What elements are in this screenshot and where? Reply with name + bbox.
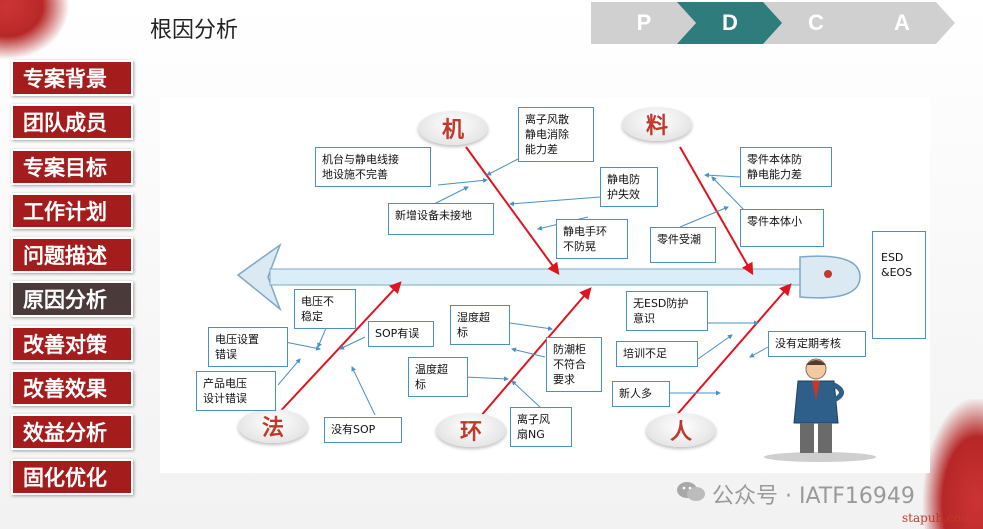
sidebar-item-background[interactable]: 专案背景 xyxy=(11,60,133,96)
sidebar-item-standardize[interactable]: 固化优化 xyxy=(11,458,133,495)
sidebar-nav: 专案背景 团队成员 专案目标 工作计划 问题描述 原因分析 改善对策 改善效果 … xyxy=(11,60,133,503)
fishbone-lines xyxy=(236,146,861,418)
cause-training: 培训不足 xyxy=(616,341,698,367)
cause-no-assessment: 没有定期考核 xyxy=(768,331,866,357)
cause-machine-ground: 机台与静电线接 地设施不完善 xyxy=(315,147,431,187)
site-watermark: stapub.com xyxy=(902,511,973,525)
cause-voltage-unstable: 电压不 稳定 xyxy=(294,289,356,329)
thinking-person-illustration xyxy=(764,358,876,462)
fish-spine xyxy=(269,268,811,286)
cause-design-error: 产品电压 设计错误 xyxy=(196,371,276,411)
cause-voltage-setting: 电压设置 错误 xyxy=(208,327,288,367)
watermark-text: 公众号 · IATF16949 xyxy=(712,484,915,509)
cause-sop-error: SOP有误 xyxy=(368,321,434,347)
cause-no-sop: 没有SOP xyxy=(324,417,402,443)
sidebar-item-countermeasure[interactable]: 改善对策 xyxy=(11,325,133,362)
sidebar-item-plan[interactable]: 工作计划 xyxy=(11,192,133,229)
category-material: 料 xyxy=(622,107,692,141)
sidebar-item-goal[interactable]: 专案目标 xyxy=(11,148,133,185)
cause-esd-protection: 静电防 护失效 xyxy=(600,167,658,207)
category-method: 法 xyxy=(238,409,308,443)
sidebar-item-team[interactable]: 团队成员 xyxy=(11,104,133,141)
cause-part-damp: 零件受潮 xyxy=(650,227,716,263)
category-people: 人 xyxy=(646,413,716,447)
pdca-step-p[interactable]: P xyxy=(591,2,697,44)
page-title: 根因分析 xyxy=(150,18,239,43)
sidebar-item-effect[interactable]: 改善效果 xyxy=(11,370,133,407)
cause-new-equipment: 新增设备未接地 xyxy=(388,203,494,235)
decorative-ribbon-bottom-right xyxy=(923,399,983,529)
cause-temperature-target: 温度超 标 xyxy=(408,357,468,397)
sidebar-item-benefit[interactable]: 效益分析 xyxy=(11,414,133,451)
cause-new-people: 新人多 xyxy=(612,381,670,407)
category-environment: 环 xyxy=(436,413,506,447)
cause-ion-fan: 离子风散 静电消除 能力差 xyxy=(518,107,594,162)
wechat-icon xyxy=(677,482,705,501)
sidebar-item-problem[interactable]: 问题描述 xyxy=(11,237,133,274)
cause-no-esd-awareness: 无ESD防护 意识 xyxy=(626,291,708,331)
effect-box: ESD &EOS xyxy=(872,231,926,339)
cause-humidity-target: 湿度超 标 xyxy=(450,305,510,345)
fish-eye xyxy=(824,270,832,278)
cause-part-esd: 零件本体防 静电能力差 xyxy=(740,147,832,187)
cause-part-small: 零件本体小 xyxy=(740,209,824,247)
cause-wrist-strap: 静电手环 不防晃 xyxy=(556,219,628,259)
fishbone-diagram: 机 料 法 环 人 ESD &EOS 离子风散 静电消除 能力差 机台与静电线接… xyxy=(160,97,930,473)
cause-ion-fan-ng: 离子风 扇NG xyxy=(510,407,572,447)
cause-moisture-cabinet: 防潮柜 不符合 要求 xyxy=(546,337,602,392)
fish-tail xyxy=(236,242,282,312)
pdca-progress: P D C A xyxy=(591,2,957,44)
category-machine: 机 xyxy=(418,111,488,145)
sidebar-item-root-cause[interactable]: 原因分析 xyxy=(11,281,133,318)
